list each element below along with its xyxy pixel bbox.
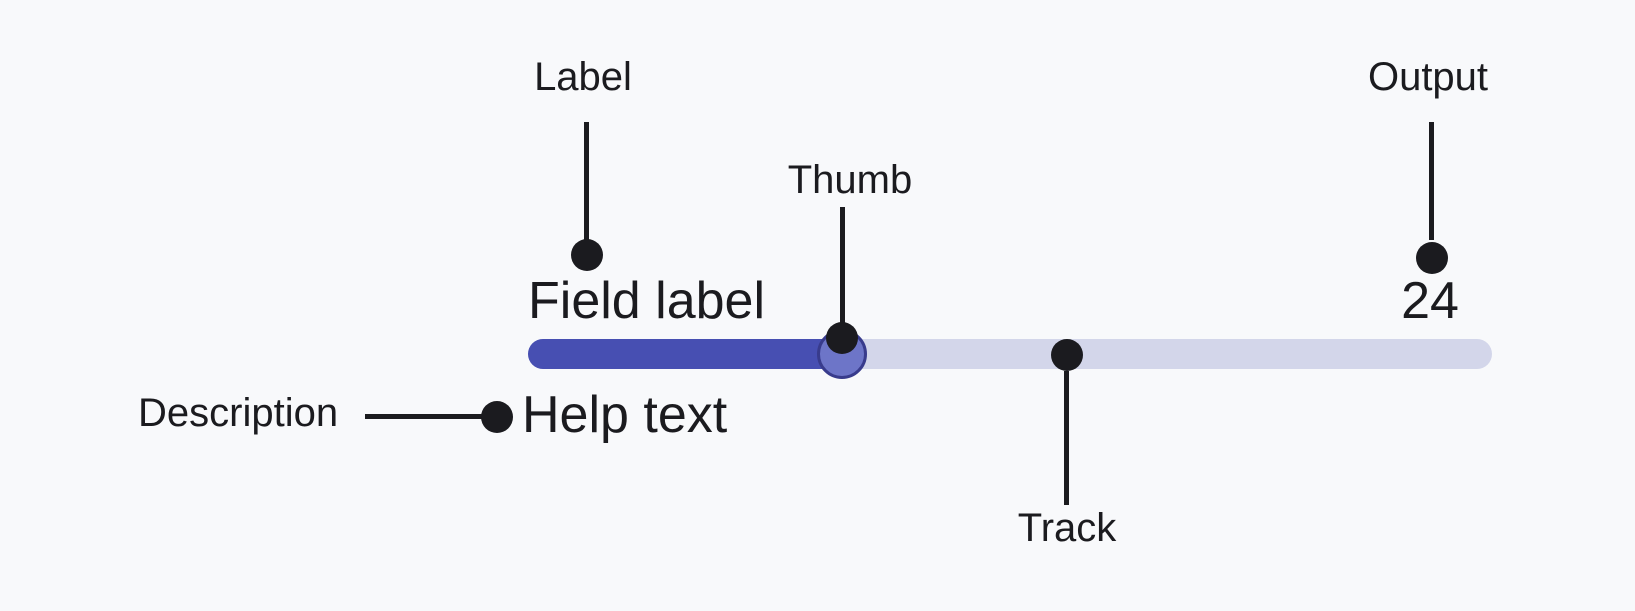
track-callout-dot [1051, 339, 1083, 371]
thumb-callout-dot [826, 322, 858, 354]
label-callout-dot [571, 239, 603, 271]
description-callout-dot [481, 401, 513, 433]
annotation-thumb: Thumb [787, 158, 913, 202]
slider-track-fill [528, 339, 843, 369]
label-callout-line [584, 122, 589, 240]
annotation-track: Track [1017, 506, 1117, 550]
slider-output-value: 24 [1401, 272, 1459, 330]
output-callout-line [1429, 122, 1434, 240]
track-callout-line [1064, 371, 1069, 505]
annotation-description: Description [138, 391, 339, 435]
slider-help-text: Help text [522, 386, 728, 444]
thumb-callout-line [840, 207, 845, 323]
slider-field-label: Field label [528, 272, 766, 330]
slider-track[interactable] [528, 339, 1492, 369]
annotation-label: Label [534, 55, 632, 99]
output-callout-dot [1416, 242, 1448, 274]
annotation-output: Output [1367, 55, 1489, 99]
description-callout-line [365, 414, 487, 419]
